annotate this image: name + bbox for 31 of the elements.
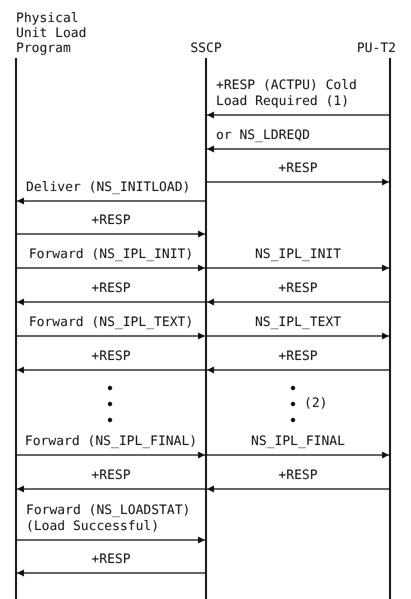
arrow	[207, 298, 389, 306]
arrow	[17, 486, 205, 492]
arrow	[207, 332, 389, 340]
message-label: or NS_LDREQD	[216, 128, 310, 144]
message-label: NS_IPL_INIT	[254, 247, 342, 263]
participant-label: SSCP	[189, 41, 223, 56]
message-label: NS_IPL_FINAL	[251, 434, 345, 450]
message-label: Forward (NS_IPL_TEXT)	[28, 315, 194, 331]
arrow	[17, 570, 205, 576]
message-label: Forward (NS_IPL_INIT)	[28, 247, 194, 263]
arrow	[17, 452, 205, 458]
arrow	[17, 536, 205, 544]
arrow	[207, 112, 389, 118]
message-label: Forward (NS_IPL_FINAL)	[24, 434, 198, 450]
arrow	[207, 452, 389, 458]
arrow	[17, 230, 205, 238]
note-marker: (2)	[304, 396, 328, 412]
arrow	[207, 264, 389, 272]
arrow	[17, 332, 205, 340]
arrow	[17, 298, 205, 306]
message-label: NS_IPL_TEXT	[254, 315, 342, 331]
participant-label: PU-T2	[356, 41, 396, 56]
arrow	[17, 198, 205, 204]
arrow	[207, 178, 389, 186]
arrow	[207, 366, 389, 374]
participant-label: Physical Unit Load Program	[16, 11, 88, 56]
message-label: Deliver (NS_INITLOAD)	[26, 180, 190, 196]
arrow	[207, 146, 389, 152]
arrow	[17, 366, 205, 374]
arrow	[207, 486, 389, 492]
arrow	[17, 264, 205, 272]
